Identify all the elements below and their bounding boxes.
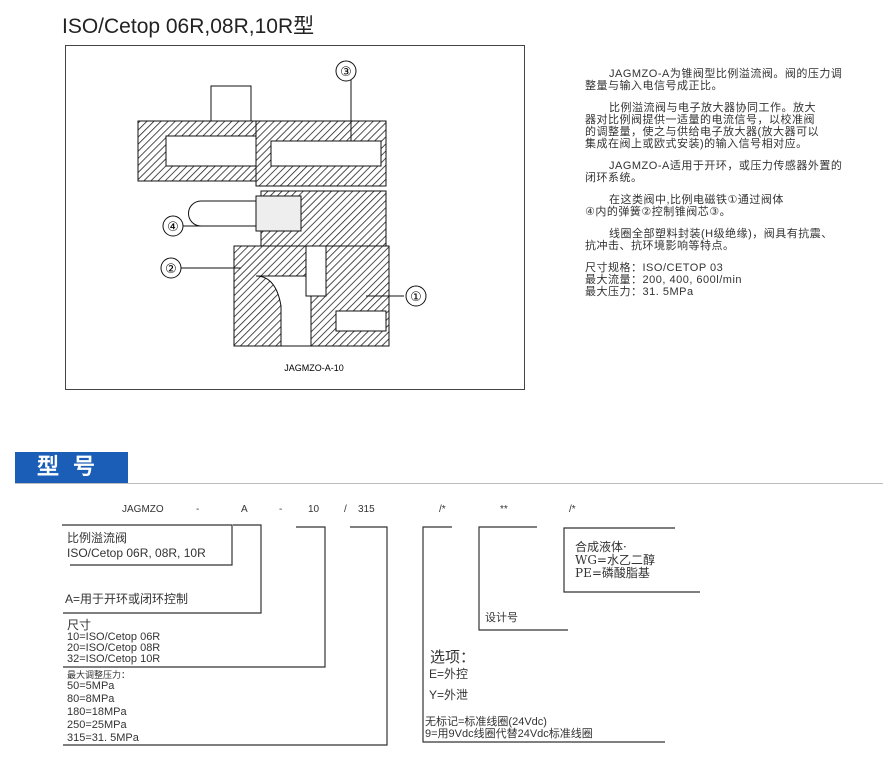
code-sep: / [344,504,347,515]
desc-line: JAGMZO-A适用于开环，或压力传感器外置的 [609,160,843,172]
desc-spec: 尺寸规格：ISO/CETOP 03 [585,262,724,274]
fluid-option: PE=磷酸脂基 [575,566,650,580]
code-fluid: /* [569,504,576,515]
desc-line: 整量与输入电信号成正比。 [585,80,723,92]
callout-3: ③ [340,64,352,79]
code-size: 10 [308,504,320,515]
divider [15,483,883,484]
desc-spec: 最大压力：31. 5MPa [585,286,694,298]
design-number-label: 设计号 [485,612,518,624]
type-label: 比例溢流阀 [67,531,128,545]
code-options: /* [439,504,446,515]
code-sep: - [279,504,283,515]
pressure-option: 180=18MPa [67,706,127,718]
desc-line: JAGMZO-A为锥阀型比例溢流阀。阀的压力调 [609,68,843,80]
fluid-option: WG=水乙二醇 [575,553,655,567]
diagram-caption: JAGMZO-A-10 [284,363,344,373]
coil-option: 无标记=标准线圈(24Vdc) [425,716,547,728]
size-option: 10=ISO/Cetop 06R [67,631,161,643]
pressure-label: 最大调整压力： [67,670,131,680]
pressure-option: 250=25MPa [67,719,127,731]
code-control: A [241,504,248,515]
pressure-option: 315=31. 5MPa [67,732,139,744]
fluid-label: 合成液体· [575,540,627,554]
coil-option: 9=用9Vdc线圈代替24Vdc标准线圈 [425,728,593,740]
code-pressure: 315 [358,504,375,515]
code-series: JAGMZO [122,504,164,515]
size-option: 20=ISO/Cetop 08R [67,642,161,654]
section-title-banner: 型号 [15,452,128,484]
desc-line: 在这类阀中,比例电磁铁①通过阀体 [609,194,784,206]
valve-drawing: ③ ④ ② ① JAGMZO-A-10 [137,60,427,373]
type-value: ISO/Cetop 06R, 08R, 10R [67,546,206,560]
desc-line: 集成在阀上或欧式安装)的输入信号相对应。 [585,138,808,150]
pressure-option: 50=5MPa [67,680,115,692]
callout-2: ② [165,261,177,276]
page-title: ISO/Cetop 06R,08R,10R型 [62,15,315,38]
desc-line: 器对比例阀提供一适量的电流信号，以校准阀 [585,114,815,126]
desc-line: 的调整量，使之与供给电子放大器(放大器可以 [585,126,820,138]
callout-1: ① [410,289,422,304]
callout-4: ④ [167,219,179,234]
size-label: 尺寸 [67,618,92,632]
size-option: 32=ISO/Cetop 10R [67,653,161,665]
desc-line: 线圈全部塑料封装(H级绝缘)，阀具有抗震、 [609,228,833,240]
desc-line: 闭环系统。 [585,172,643,184]
valve-cross-section-diagram: ③ ④ ② ① JAGMZO-A-10 [65,45,525,390]
option-external-drain: Y=外泄 [429,688,469,702]
pressure-option: 80=8MPa [67,693,115,705]
desc-line: 比例溢流阀与电子放大器协同工作。放大 [609,102,816,114]
option-external-pilot: E=外控 [429,667,469,681]
desc-line: ④内的弹簧②控制锥阀芯③。 [585,206,732,218]
desc-line: 抗冲击、抗环境影响等特点。 [585,240,735,252]
options-label: 选项： [430,648,476,666]
code-design: ** [500,504,508,515]
desc-spec: 最大流量：200, 400, 600l/min [585,274,743,286]
control-option: A=用于开环或闭环控制 [65,592,189,606]
code-sep: - [196,504,200,515]
